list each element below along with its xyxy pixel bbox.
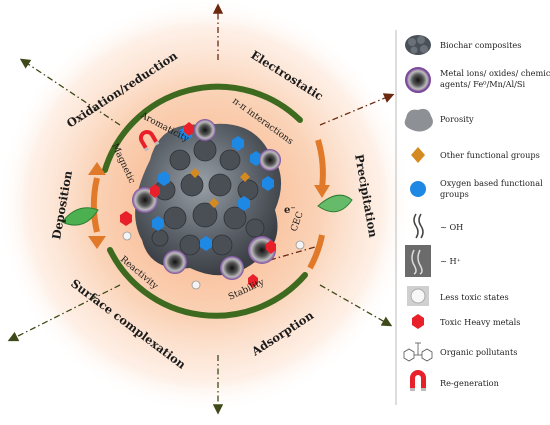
biochar-composite-icon bbox=[405, 35, 431, 55]
legend-label-oh: ~ OH bbox=[440, 222, 463, 232]
legend-label-oxygen-2: groups bbox=[440, 189, 469, 199]
svg-text:e⁻: e⁻ bbox=[284, 205, 296, 216]
legend-label-metal-1: Metal ions/ oxides/ chemical bbox=[440, 68, 550, 78]
functional-group-icon bbox=[411, 147, 425, 163]
legend-label-metal-2: agents/ Fe⁰/Mn/Al/Si bbox=[440, 79, 526, 89]
ring-arrowheads bbox=[88, 162, 330, 249]
legend-label-functional: Other functional groups bbox=[440, 150, 540, 160]
heavy-metal-icon bbox=[412, 314, 424, 329]
green-ring bbox=[102, 83, 308, 319]
legend-label-oxygen-1: Oxygen based functional bbox=[440, 178, 543, 188]
oxygen-group-icon bbox=[410, 181, 426, 197]
metal-ion-icon bbox=[405, 67, 431, 93]
toxic-heavy-metals bbox=[120, 122, 276, 288]
biochar-composite-cluster bbox=[135, 123, 282, 276]
organic-pollutant-icon bbox=[403, 342, 433, 362]
leaf-left-icon bbox=[61, 207, 99, 226]
regeneration-icon bbox=[410, 370, 426, 391]
radiating-arrows bbox=[7, 3, 395, 415]
leaf-right-icon bbox=[317, 194, 353, 213]
legend-label-regeneration: Re-generation bbox=[440, 378, 500, 388]
legend-label-porosity: Porosity bbox=[440, 114, 474, 124]
less-toxic-states bbox=[122, 231, 305, 290]
legend-label-less-toxic: Less toxic states bbox=[440, 292, 509, 302]
legend-label-h-plus: ~ H⁺ bbox=[440, 256, 461, 266]
h-plus-icon bbox=[405, 245, 431, 277]
magnet-regeneration-icon bbox=[138, 130, 160, 152]
less-toxic-icon bbox=[407, 286, 429, 306]
electron-badge: e⁻ bbox=[284, 205, 296, 216]
oh-icon bbox=[413, 213, 424, 239]
legend: Biochar composites Metal ions/ oxides/ c… bbox=[403, 35, 550, 391]
porosity-icon bbox=[404, 108, 433, 132]
legend-label-organic: Organic pollutants bbox=[440, 347, 517, 357]
legend-label-heavy-metals: Toxic Heavy metals bbox=[440, 317, 521, 327]
legend-label-biochar: Biochar composites bbox=[440, 40, 521, 50]
